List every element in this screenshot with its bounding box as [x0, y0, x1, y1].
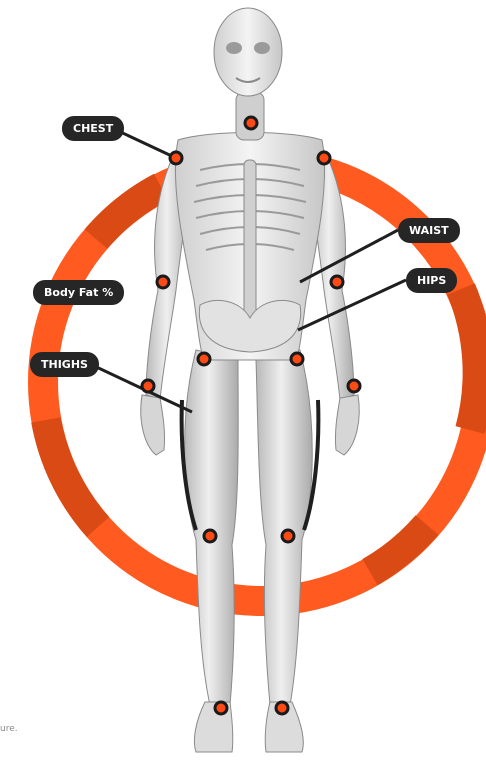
- marker-neck: [245, 117, 257, 129]
- marker-left-elbow: [157, 276, 169, 288]
- thighs-label[interactable]: THIGHS: [30, 352, 99, 377]
- marker-left-ankle: [215, 702, 227, 714]
- marker-right-knee: [282, 530, 294, 542]
- chest-label[interactable]: CHEST: [62, 116, 124, 141]
- marker-left-knee: [204, 530, 216, 542]
- caption-text: ure.: [0, 724, 18, 734]
- waist-label[interactable]: WAIST: [398, 218, 460, 243]
- marker-left-wrist: [142, 380, 154, 392]
- marker-left-shoulder: [170, 152, 182, 164]
- marker-right-shoulder: [318, 152, 330, 164]
- body-fat-label[interactable]: Body Fat %: [33, 280, 124, 305]
- marker-right-elbow: [331, 276, 343, 288]
- marker-left-hip: [198, 353, 210, 365]
- marker-right-hip: [291, 353, 303, 365]
- hips-label[interactable]: HIPS: [406, 268, 457, 293]
- marker-right-ankle: [276, 702, 288, 714]
- marker-right-wrist: [348, 380, 360, 392]
